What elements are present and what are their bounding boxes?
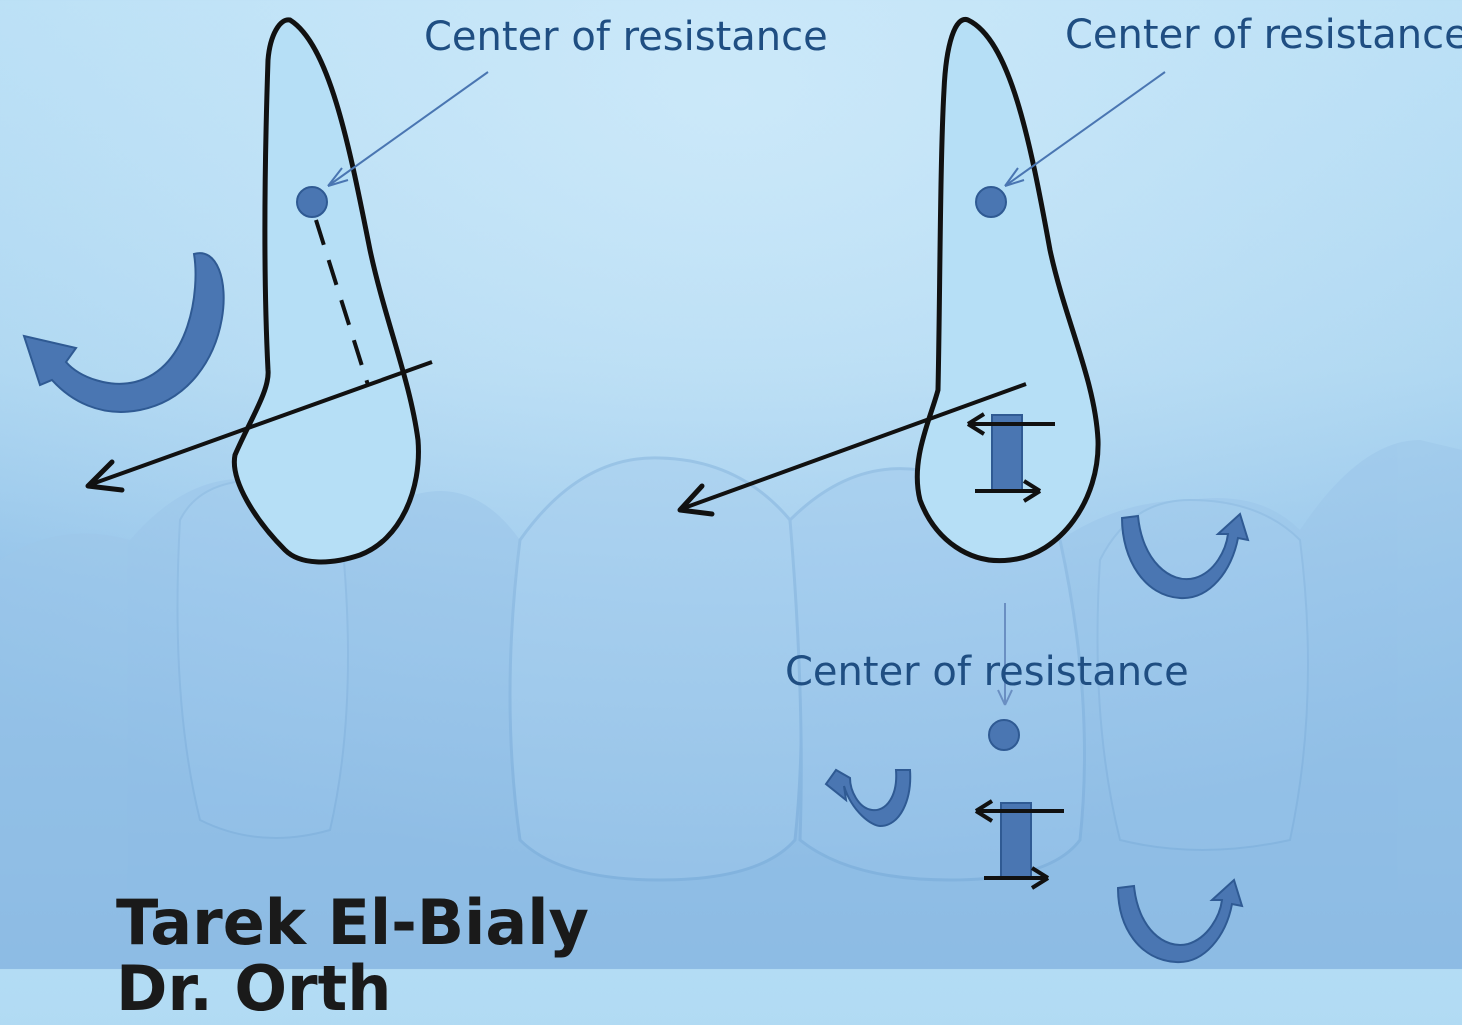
left-center-of-resistance-dot: [297, 187, 327, 217]
author-name: Tarek El-Bialy: [116, 892, 589, 954]
center-of-resistance-label-right: Center of resistance: [1065, 15, 1462, 55]
center-of-resistance-label-left: Center of resistance: [424, 17, 828, 57]
author-subtitle: Dr. Orth: [116, 958, 391, 1020]
bottom-center-of-resistance-dot: [989, 720, 1019, 750]
diagram-canvas: [0, 0, 1462, 969]
right-center-of-resistance-dot: [976, 187, 1006, 217]
right-bracket-attachment: [992, 415, 1022, 491]
bottom-bracket-attachment: [1001, 803, 1031, 879]
center-of-resistance-label-bottom: Center of resistance: [785, 652, 1189, 692]
